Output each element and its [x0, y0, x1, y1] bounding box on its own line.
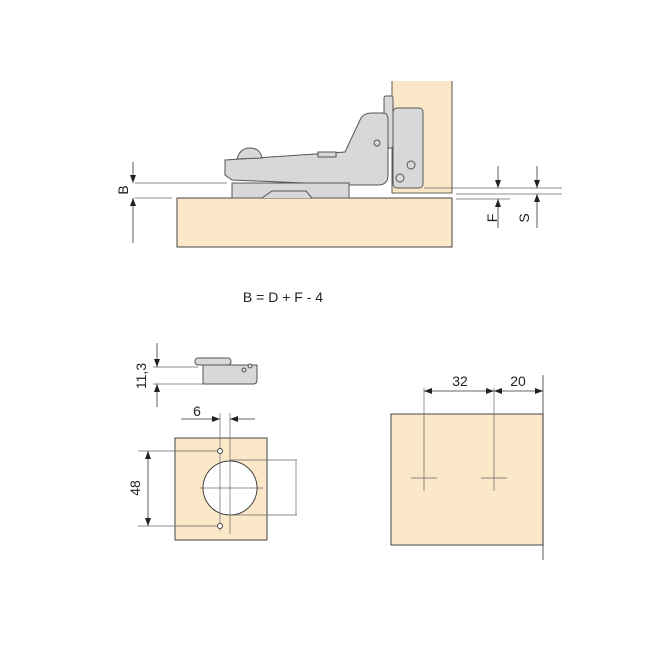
hole-spacing-label: 48	[127, 480, 143, 496]
adjustment-screw	[236, 147, 263, 160]
dimension-s-label: S	[516, 213, 532, 222]
cabinet-drilling-view: 32 20	[390, 373, 544, 560]
hinge-arm	[224, 112, 389, 186]
mounting-plate-side: 11,3	[133, 343, 258, 407]
plate-hole	[241, 367, 247, 373]
dimension-b-label: B	[115, 185, 131, 194]
pivot-rivet	[373, 139, 381, 147]
dimension-f-label: F	[484, 214, 500, 223]
screw-hole	[217, 448, 223, 454]
screw-hole	[406, 160, 416, 170]
formula-text: B = D + F - 4	[243, 289, 323, 305]
cabinet-panel	[390, 413, 544, 546]
screw-hole	[217, 523, 223, 529]
screw-hole	[395, 173, 405, 183]
offset-label: 6	[193, 403, 201, 419]
cup-drilling-view: 6 48	[127, 403, 297, 541]
arm-clip	[317, 151, 337, 158]
plate-height-label: 11,3	[133, 363, 149, 389]
plate-hole	[247, 363, 253, 369]
plate-cap	[194, 357, 232, 366]
side-view: B F S B = D + F - 4	[115, 81, 562, 305]
edge-20-label: 20	[510, 373, 526, 389]
hinge-cup	[392, 107, 424, 189]
base-groove	[261, 190, 313, 199]
cabinet-side-panel	[176, 197, 453, 248]
spacing-32-label: 32	[452, 373, 468, 389]
